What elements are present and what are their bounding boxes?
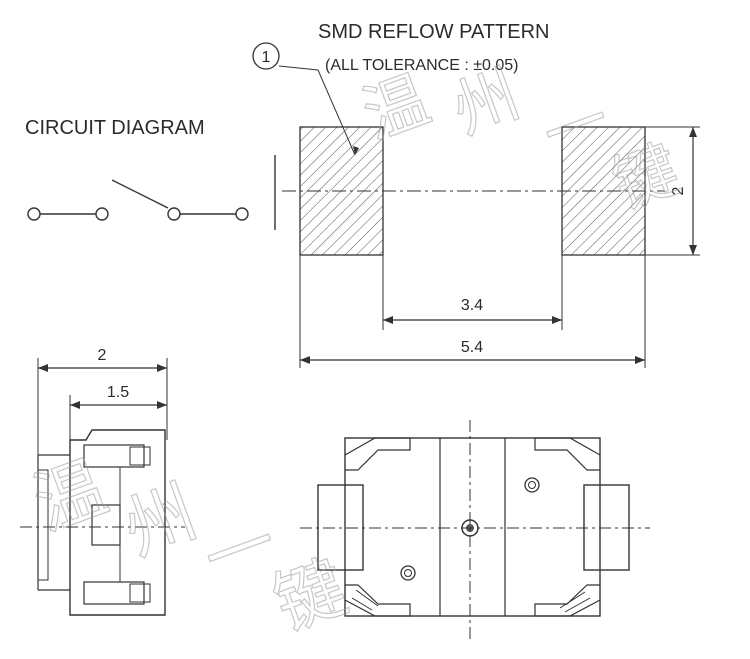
circuit-diagram	[27, 155, 276, 230]
watermark-char-6: 州	[113, 470, 207, 571]
dim-inner-gap: 3.4	[461, 297, 483, 314]
dim-side-inner: 1.5	[107, 384, 129, 401]
callout-number: 1	[262, 49, 271, 66]
side-view: 2 1.5	[20, 347, 185, 616]
dim-total-width: 5.4	[461, 339, 483, 356]
tolerance-note: (ALL TOLERANCE : ±0.05)	[325, 57, 518, 74]
circuit-title: CIRCUIT DIAGRAM	[25, 117, 205, 139]
smd-title: SMD REFLOW PATTERN	[318, 21, 549, 43]
dim-side-width: 2	[98, 347, 107, 364]
reflow-pattern: 2 3.4 5.4	[282, 126, 700, 368]
top-view	[300, 420, 650, 640]
dim-pad-height: 2	[670, 186, 687, 195]
